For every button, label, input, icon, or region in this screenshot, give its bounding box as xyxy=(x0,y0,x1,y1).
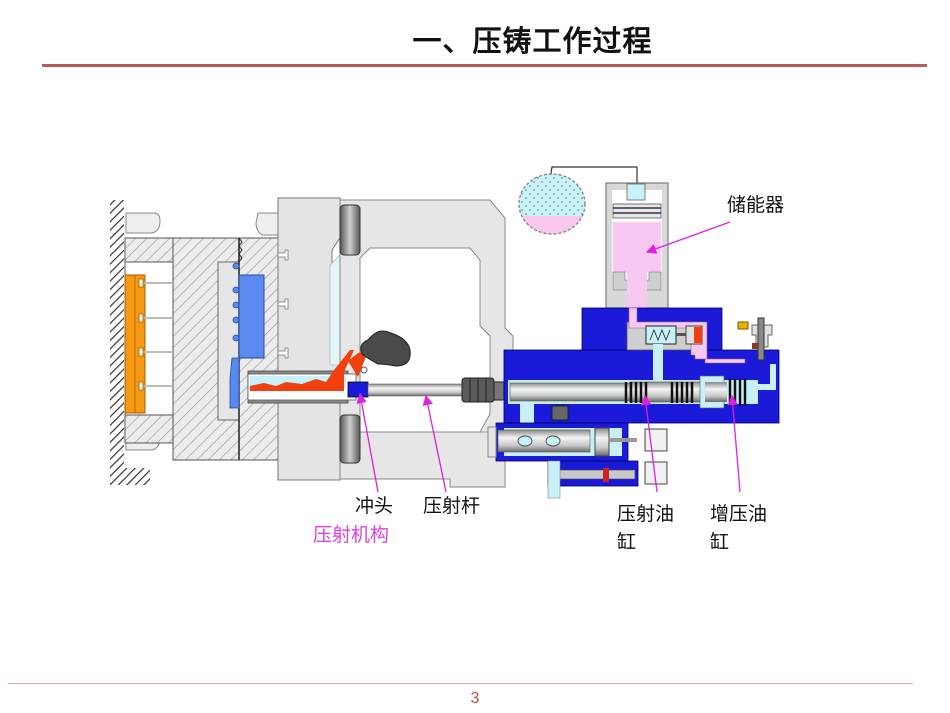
footer-divider xyxy=(8,683,913,684)
label-arrows xyxy=(356,221,741,493)
arrow-accumulator xyxy=(645,221,731,254)
plunger xyxy=(347,381,369,398)
ladle xyxy=(360,330,411,374)
pressure-valve xyxy=(737,317,773,361)
shot-sleeve xyxy=(247,350,368,404)
arrow-injection-rod xyxy=(422,394,447,493)
ejector-plate xyxy=(124,274,173,414)
label-injection-rod: 压射杆 xyxy=(423,495,481,517)
casting-cavity xyxy=(229,262,265,409)
tie-bar-nuts xyxy=(339,204,361,464)
arrow-plunger xyxy=(356,392,379,493)
back-plate xyxy=(110,200,150,485)
control-valve xyxy=(487,422,668,499)
accumulator-bladder xyxy=(518,166,638,235)
slide-title: 一、压铸工作过程 xyxy=(412,24,653,58)
title-divider xyxy=(42,64,927,67)
fixed-platen xyxy=(277,197,341,481)
label-plunger: 冲头 xyxy=(355,495,394,517)
label-injection-cylinder-line2: 缸 xyxy=(617,531,637,553)
page-number: 3 xyxy=(470,690,480,707)
injection-rod xyxy=(367,377,505,403)
hydraulic-block xyxy=(503,307,780,426)
arrow-injection-cylinder xyxy=(640,394,658,493)
label-injection-mechanism: 压射机构 xyxy=(313,524,390,546)
label-booster-cylinder-line2: 缸 xyxy=(710,531,730,553)
arrow-booster-cylinder xyxy=(727,394,741,493)
label-accumulator: 储能器 xyxy=(727,194,785,216)
label-booster-cylinder-line1: 增压油 xyxy=(710,503,768,525)
label-injection-cylinder-line1: 压射油 xyxy=(617,503,675,525)
accumulator-cylinder xyxy=(605,182,669,310)
